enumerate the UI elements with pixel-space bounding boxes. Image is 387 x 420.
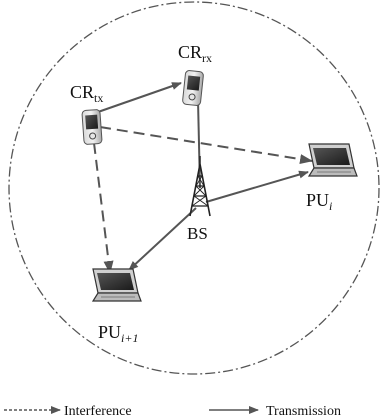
- transmission-link-crrx-bs: [197, 99, 201, 189]
- transmission-link-bs-pui1: [128, 207, 197, 271]
- bs-label: BS: [187, 224, 208, 243]
- mobile-phone-icon: [81, 108, 103, 146]
- coverage-boundary: [8, 1, 380, 375]
- antenna-tower-icon: [189, 156, 211, 217]
- legend-interference-label: Interference: [64, 404, 132, 419]
- laptop-icon: [308, 143, 358, 177]
- cr-tx-label: CRtx: [70, 82, 103, 105]
- mobile-phone-icon: [181, 69, 205, 107]
- laptop-icon: [92, 268, 142, 302]
- pu-i-label: PUi: [306, 190, 332, 213]
- pu-i1-label: PUi+1: [98, 322, 138, 345]
- interference-link-crtx-pui1: [93, 142, 114, 274]
- transmission-link-crtx-crrx: [97, 81, 182, 114]
- legend-transmission-label: Transmission: [266, 404, 341, 419]
- legend: Interference Transmission: [4, 404, 341, 419]
- cr-rx-label: CRrx: [178, 42, 212, 65]
- interference-link-crtx-pui: [99, 126, 313, 165]
- transmission-link-bs-pui: [205, 170, 309, 203]
